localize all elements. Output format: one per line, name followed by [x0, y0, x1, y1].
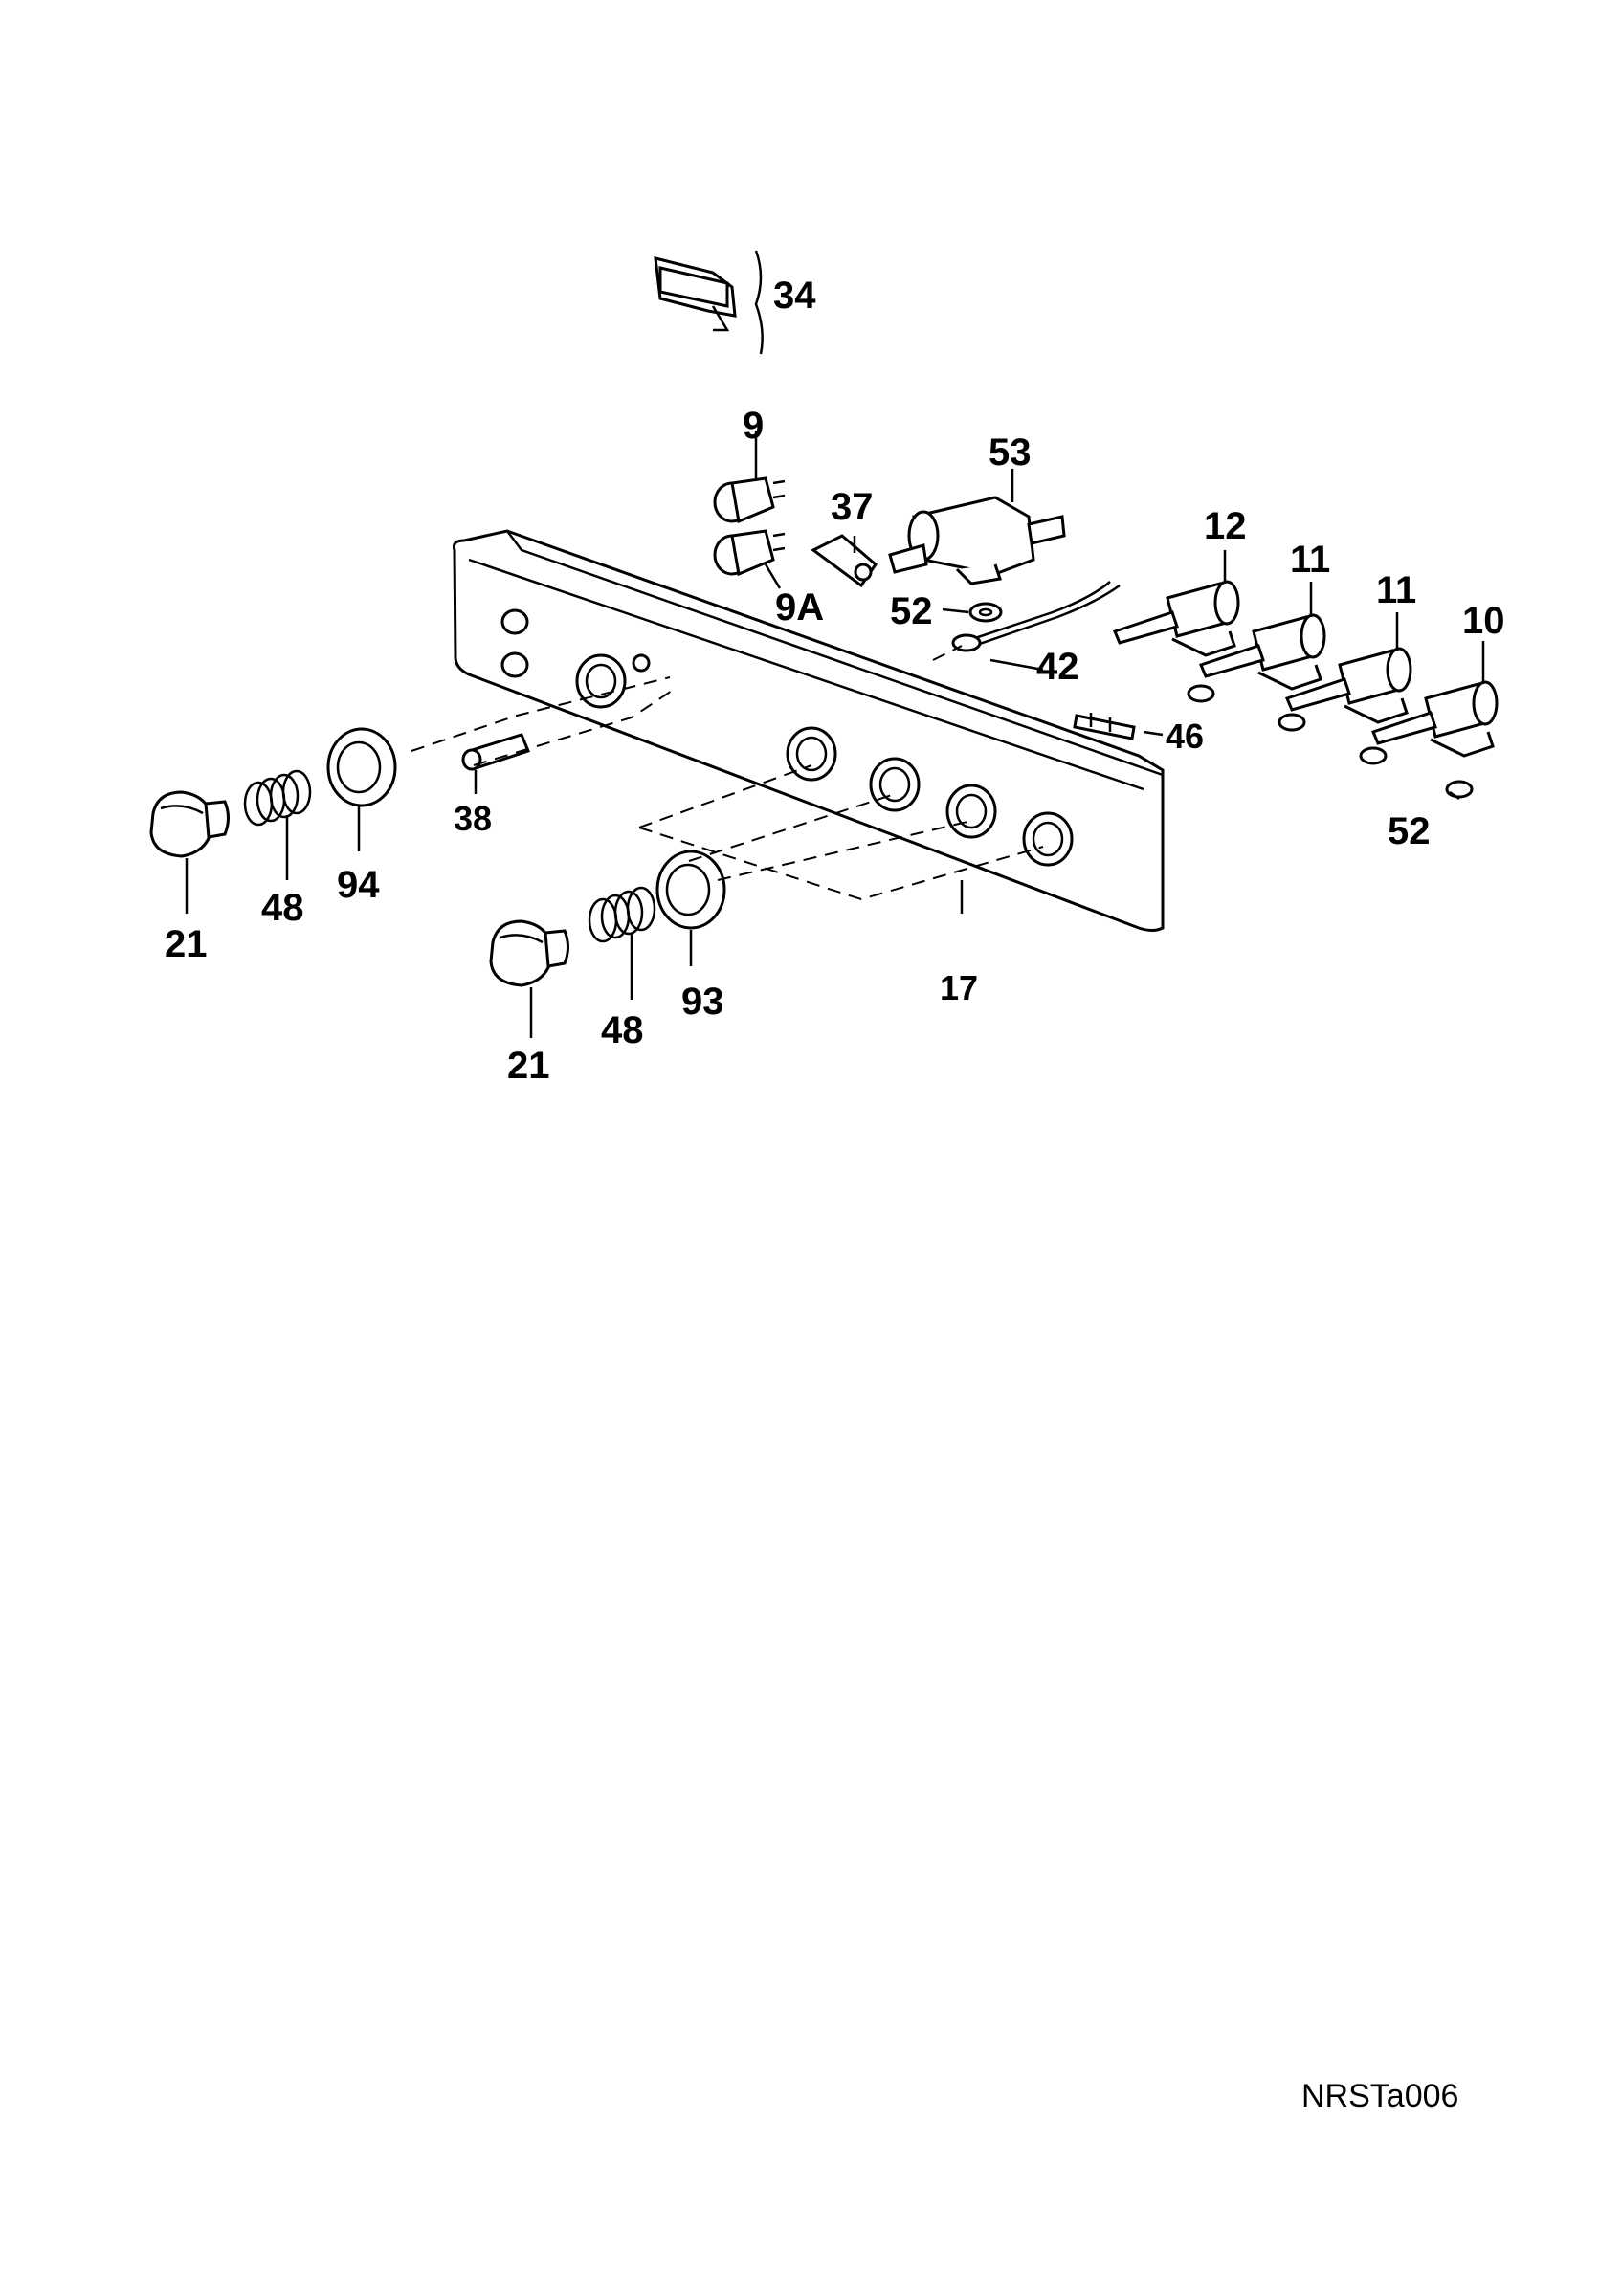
label-37: 37	[831, 486, 874, 528]
part-52-washers-b	[1187, 684, 1474, 799]
part-42-probe	[951, 581, 1121, 652]
part-94-bezel	[326, 727, 397, 807]
part-93-bezel	[655, 850, 726, 930]
label-11-first: 11	[1290, 539, 1330, 581]
part-48-spring-a	[243, 769, 312, 827]
part-labels: 34 9 9A 53 37 52 42 12 11 11 10 46 52 38…	[165, 275, 1505, 1087]
label-94: 94	[337, 864, 380, 906]
part-11-tap-a	[1198, 613, 1326, 691]
drawing-reference-code: NRSTa006	[1301, 2078, 1459, 2114]
part-9a-lamp	[713, 529, 786, 577]
label-52-lower: 52	[1388, 810, 1431, 852]
label-21-left: 21	[165, 923, 208, 965]
leader-lines	[185, 430, 1485, 1038]
label-11-second: 11	[1376, 569, 1416, 611]
label-42: 42	[1036, 646, 1079, 688]
exploded-parts-diagram: 34 9 9A 53 37 52 42 12 11 11 10 46 52 38…	[149, 250, 1505, 1087]
part-21-knob-a	[149, 790, 230, 858]
panel-opening-2	[786, 726, 837, 782]
part-10-tap	[1370, 680, 1499, 758]
part-11-tap-b	[1284, 647, 1412, 724]
label-48-right: 48	[601, 1009, 644, 1051]
label-52-upper: 52	[890, 590, 933, 632]
part-48-spring-b	[588, 886, 656, 943]
part-9-lamp	[713, 476, 786, 524]
part-12-tap	[1112, 580, 1240, 657]
label-93: 93	[681, 981, 724, 1023]
label-9a: 9A	[775, 586, 824, 629]
label-17: 17	[940, 968, 978, 1007]
label-38: 38	[454, 799, 492, 838]
label-34: 34	[773, 275, 816, 317]
label-9: 9	[743, 405, 764, 447]
part-37-clip	[811, 534, 878, 588]
panel-opening-1	[575, 653, 627, 709]
part-46-clip	[1073, 713, 1136, 740]
label-53: 53	[989, 431, 1032, 474]
panel-opening-5	[1022, 811, 1074, 867]
alignment-lines	[411, 645, 1044, 901]
label-12: 12	[1204, 505, 1247, 547]
panel-opening-4	[945, 784, 997, 839]
label-10: 10	[1462, 600, 1505, 642]
part-53-valve	[888, 496, 1066, 585]
label-21-right: 21	[507, 1045, 550, 1087]
part-38-shaft	[461, 733, 531, 771]
panel-opening-3	[869, 757, 921, 812]
part-21-knob-b	[489, 919, 569, 987]
part-34-bracket	[654, 250, 764, 355]
label-48-left: 48	[261, 887, 304, 929]
label-46: 46	[1166, 717, 1204, 756]
part-52-washer-a	[968, 602, 1003, 623]
